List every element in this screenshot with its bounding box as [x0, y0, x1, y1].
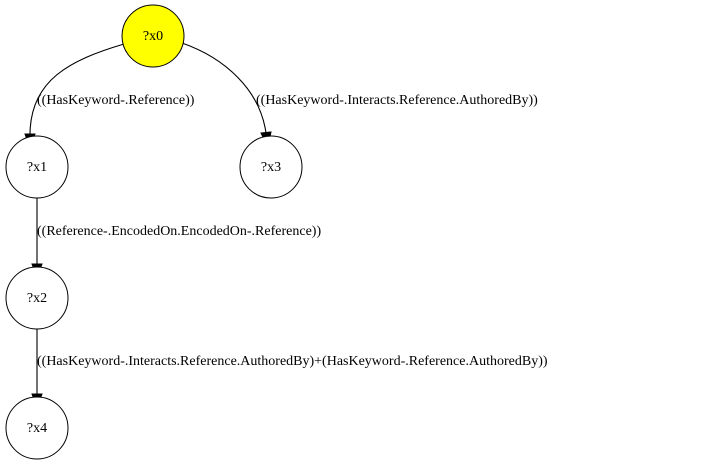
node-x3-circle	[239, 135, 303, 199]
node-x4-label: ?x4	[27, 421, 47, 436]
node-x3[interactable]: ?x3	[239, 135, 303, 199]
node-x0-circle	[121, 4, 185, 68]
node-x1[interactable]: ?x1	[5, 135, 69, 199]
node-x0[interactable]: ?x0	[121, 4, 185, 68]
node-x1-circle	[5, 135, 69, 199]
node-x2-label: ?x2	[27, 291, 47, 306]
node-x4-circle	[5, 396, 69, 460]
node-x0-label: ?x0	[143, 29, 163, 44]
edge-x0-x1-line	[29, 43, 125, 136]
edge-x1-x2: ((Reference-.EncodedOn.EncodedOn-.Refere…	[31, 198, 321, 280]
node-x3-label: ?x3	[261, 160, 281, 175]
edge-x2-x4-label: ((HasKeyword-.Interacts.Reference.Author…	[37, 354, 548, 369]
node-x4[interactable]: ?x4	[5, 396, 69, 460]
node-x2[interactable]: ?x2	[5, 266, 69, 330]
edge-x0-x3-label: ((HasKeyword-.Interacts.Reference.Author…	[256, 93, 538, 108]
edge-x0-x1-label: ((HasKeyword-.Reference))	[37, 93, 195, 108]
node-x2-circle	[5, 266, 69, 330]
edge-x0-x3-line	[181, 42, 267, 134]
edge-x1-x2-label: ((Reference-.EncodedOn.EncodedOn-.Refere…	[37, 224, 321, 239]
node-x1-label: ?x1	[27, 160, 47, 175]
edge-x0-x3: ((HasKeyword-.Interacts.Reference.Author…	[181, 42, 538, 149]
edge-x2-x4: ((HasKeyword-.Interacts.Reference.Author…	[31, 329, 548, 410]
